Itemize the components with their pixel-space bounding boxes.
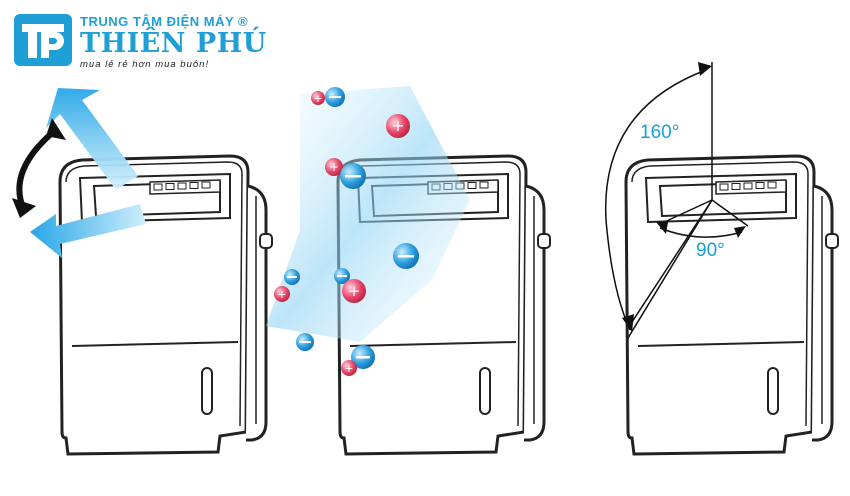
- svg-text:+: +: [348, 282, 361, 300]
- louver-angle-icon: 160° 90°: [604, 62, 749, 339]
- angle-label-160: 160°: [640, 122, 679, 143]
- svg-text:+: +: [344, 362, 353, 375]
- panel-airflow-swing: [12, 88, 274, 456]
- negative-ion: [284, 269, 300, 285]
- svg-text:+: +: [391, 116, 404, 135]
- panel-plasma-ions: + + + + + +: [266, 86, 552, 456]
- negative-ion: [340, 163, 366, 189]
- negative-ion: [325, 87, 345, 107]
- airflow-swing-arrows-icon: [12, 88, 146, 258]
- angle-label-90: 90°: [696, 240, 725, 261]
- svg-text:+: +: [313, 92, 322, 105]
- positive-ion: +: [341, 360, 357, 376]
- panel-louver-angle: 160° 90°: [604, 62, 840, 456]
- positive-ion: +: [325, 158, 343, 176]
- negative-ion: [334, 268, 350, 284]
- positive-ion: +: [386, 114, 410, 138]
- svg-text:+: +: [329, 160, 339, 174]
- positive-ion: +: [342, 279, 366, 303]
- logo-brand-name: THIÊN PHÚ: [80, 28, 267, 59]
- negative-ion: [393, 243, 419, 269]
- plasma-ions-icon: + + + + + +: [274, 87, 419, 376]
- brand-logo: TRUNG TÂM ĐIỆN MÁY ® THIÊN PHÚ mua lẻ rẻ…: [14, 12, 266, 70]
- svg-text:+: +: [277, 288, 286, 301]
- negative-ion: [296, 333, 314, 351]
- logo-tagline: mua lẻ rẻ hơn mua buôn!: [80, 59, 210, 70]
- logo-company-line: TRUNG TÂM ĐIỆN MÁY ®: [80, 14, 249, 29]
- logo-mark-icon: [14, 14, 72, 66]
- negative-ion: [351, 345, 375, 369]
- positive-ion: +: [274, 286, 290, 302]
- positive-ion: +: [311, 91, 325, 105]
